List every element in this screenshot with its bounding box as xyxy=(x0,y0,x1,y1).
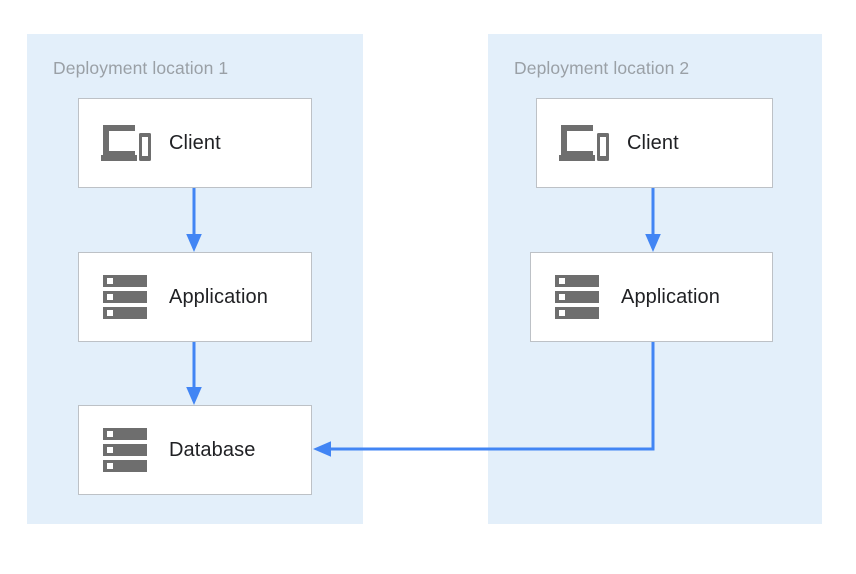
node-application-1[interactable]: Application xyxy=(78,252,312,342)
node-application-2[interactable]: Application xyxy=(530,252,773,342)
deployment-zone-1-label: Deployment location 1 xyxy=(53,58,229,78)
node-client-1-label: Client xyxy=(169,131,221,154)
deployment-zone-2-label: Deployment location 2 xyxy=(514,58,690,78)
node-client-1[interactable]: Client xyxy=(78,98,312,188)
server-rack-icon xyxy=(97,422,153,478)
client-devices-icon xyxy=(97,115,153,171)
node-application-1-label: Application xyxy=(169,285,268,308)
server-rack-icon xyxy=(549,269,605,325)
node-application-2-label: Application xyxy=(621,285,720,308)
node-client-2[interactable]: Client xyxy=(536,98,773,188)
node-database-1-label: Database xyxy=(169,438,256,461)
node-database-1[interactable]: Database xyxy=(78,405,312,495)
node-client-2-label: Client xyxy=(627,131,679,154)
server-rack-icon xyxy=(97,269,153,325)
client-devices-icon xyxy=(555,115,611,171)
